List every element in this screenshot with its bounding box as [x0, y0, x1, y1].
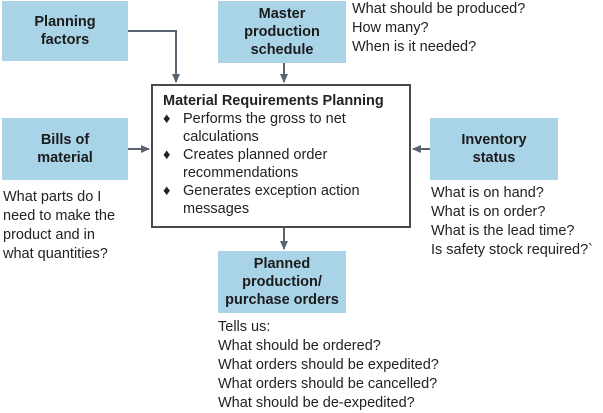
master-question-2: How many?: [352, 20, 429, 36]
inventory-question-4: Is safety stock required?`: [431, 242, 593, 258]
bom-question-line-2: need to make the: [3, 208, 116, 224]
master-schedule-line-2: production: [244, 24, 320, 40]
master-schedule-line-1: Master: [258, 6, 306, 22]
mrp-bullet-1: ♦ Performs the gross to net calculations: [163, 110, 401, 146]
arrow-planning-to-mrp: [128, 30, 180, 83]
inventory-questions: What is on hand? What is on order? What …: [431, 184, 593, 260]
bom-questions: What parts do I need to make the product…: [3, 188, 115, 264]
planned-note-3: What orders should be expedited?: [218, 357, 439, 373]
master-schedule-line-3: schedule: [250, 42, 314, 58]
inventory-question-1: What is on hand?: [431, 185, 544, 201]
planning-factors-line-2: factors: [40, 32, 90, 48]
mrp-bullet-1-line-2: calculations: [183, 129, 259, 145]
inventory-line-1: Inventory: [461, 132, 527, 148]
master-question-3: When is it needed?: [352, 39, 477, 55]
master-schedule-questions: What should be produced? How many? When …: [352, 0, 525, 57]
mrp-bullet-2-line-1: Creates planned order: [183, 147, 328, 163]
diamond-bullet-icon: ♦: [163, 183, 171, 199]
inventory-status-box: Inventory status: [430, 118, 558, 180]
diamond-bullet-icon: ♦: [163, 147, 171, 163]
planned-orders-box: Planned production/ purchase orders: [218, 251, 346, 313]
bom-question-line-4: what quantities?: [3, 246, 108, 262]
master-question-1: What should be produced?: [352, 1, 526, 17]
bom-question-line-1: What parts do I: [3, 189, 102, 205]
planned-orders-questions: Tells us: What should be ordered? What o…: [218, 318, 439, 413]
mrp-bullet-3: ♦ Generates exception action messages: [163, 182, 401, 218]
master-production-schedule-box: Master production schedule: [218, 1, 346, 63]
planned-orders-line-1: Planned: [253, 256, 311, 272]
mrp-title: Material Requirements Planning: [163, 93, 384, 109]
planned-orders-line-2: production/: [242, 274, 322, 290]
bom-question-line-3: product and in: [3, 227, 95, 243]
mrp-bullet-1-line-1: Performs the gross to net: [183, 111, 346, 127]
mrp-bullet-2-line-2: recommendations: [183, 165, 299, 181]
mrp-bullet-2: ♦ Creates planned order recommendations: [163, 146, 401, 182]
mrp-bullet-3-line-1: Generates exception action: [183, 183, 360, 199]
bom-line-1: Bills of: [40, 132, 90, 148]
planned-note-2: What should be ordered?: [218, 338, 381, 354]
mrp-bullet-3-line-2: messages: [183, 201, 250, 217]
planning-factors-box: Planning factors: [2, 1, 128, 61]
planned-note-5: What should be de-expedited?: [218, 395, 415, 411]
mrp-box: Material Requirements Planning ♦ Perform…: [151, 84, 411, 228]
inventory-question-3: What is the lead time?: [431, 223, 575, 239]
inventory-question-2: What is on order?: [431, 204, 546, 220]
bills-of-material-box: Bills of material: [2, 118, 128, 180]
planned-note-4: What orders should be cancelled?: [218, 376, 438, 392]
planned-note-1: Tells us:: [218, 319, 271, 335]
planning-factors-line-1: Planning: [34, 14, 96, 30]
inventory-line-2: status: [472, 150, 516, 166]
diamond-bullet-icon: ♦: [163, 111, 171, 127]
planned-orders-line-3: purchase orders: [225, 292, 339, 308]
bom-line-2: material: [37, 150, 93, 166]
